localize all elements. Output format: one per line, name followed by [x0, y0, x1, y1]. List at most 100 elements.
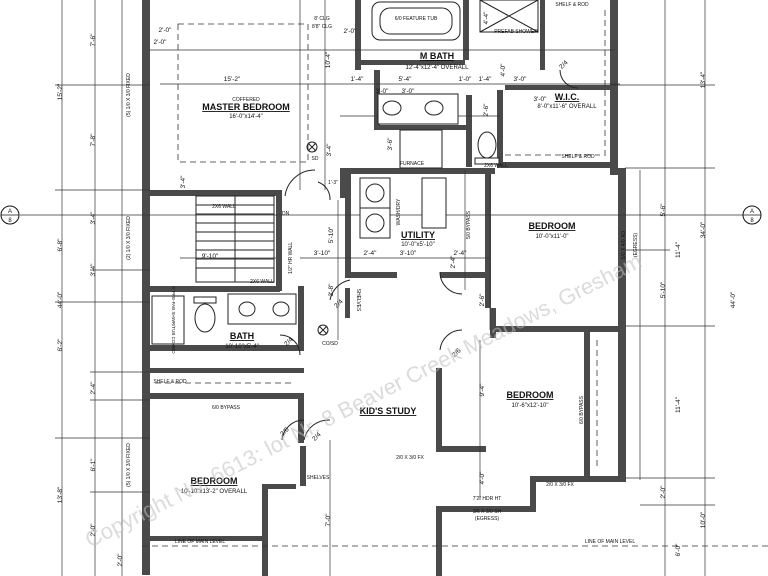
svg-text:2'-0": 2'-0" — [90, 523, 97, 537]
svg-text:(2) 1/0 X 3/0 FIXED: (2) 1/0 X 3/0 FIXED — [126, 216, 132, 260]
m-bath-name: M BATH — [420, 51, 454, 61]
svg-text:3'-0": 3'-0" — [376, 88, 390, 95]
svg-text:5'-4": 5'-4" — [399, 76, 413, 83]
fixtures — [151, 0, 539, 345]
svg-text:2'-4": 2'-4" — [90, 381, 97, 395]
svg-text:8: 8 — [750, 218, 754, 224]
svg-text:2X6 WALL: 2X6 WALL — [484, 163, 508, 169]
svg-text:4'-4": 4'-4" — [483, 11, 490, 25]
svg-text:(5) 1/0 X 3/0 FIXED: (5) 1/0 X 3/0 FIXED — [126, 443, 132, 487]
master-bedroom-name: MASTER BEDROOM — [202, 102, 290, 112]
svg-text:LINE OF MAIN LEVEL: LINE OF MAIN LEVEL — [585, 539, 636, 545]
svg-text:10'-0": 10'-0" — [700, 511, 707, 528]
svg-text:(EGRESS): (EGRESS) — [475, 516, 500, 522]
annotations: 6/0 FEATURE TUB PREFAB SHOWER SHELF & RO… — [126, 2, 639, 545]
furnace — [399, 129, 443, 169]
svg-text:3'-4": 3'-4" — [180, 175, 187, 189]
svg-text:13'-8": 13'-8" — [57, 486, 64, 503]
svg-text:5'-6": 5'-6" — [660, 203, 667, 217]
svg-text:7'-8": 7'-8" — [90, 133, 97, 147]
master-bedroom-note: COFFERED — [232, 97, 260, 103]
svg-text:SHELVES: SHELVES — [355, 289, 361, 312]
svg-text:34'-0": 34'-0" — [700, 221, 707, 238]
master-bedroom-size: 16'-0"x14'-4" — [229, 114, 263, 120]
copyright-watermark: Copyright No. 6613: lot Nr. 8 Beaver Cre… — [81, 248, 646, 552]
svg-text:11'-4": 11'-4" — [675, 241, 682, 258]
svg-text:2'-0": 2'-0" — [344, 28, 358, 35]
svg-text:2'-4": 2'-4" — [450, 255, 457, 269]
kids-study-name: KID'S STUDY — [360, 406, 417, 416]
svg-text:5/0 X 4/0 XO: 5/0 X 4/0 XO — [621, 231, 627, 260]
svg-text:3'-8": 3'-8" — [328, 283, 335, 297]
svg-text:2/0 X 3/0 FX: 2/0 X 3/0 FX — [546, 482, 574, 488]
bedroom-southwest-size: 10'-10"x13'-2" OVERALL — [181, 489, 248, 495]
svg-text:3/6 X 3/0 SH: 3/6 X 3/0 SH — [473, 509, 502, 515]
svg-text:2/6: 2/6 — [451, 347, 463, 359]
svg-text:PREFAB SHOWER: PREFAB SHOWER — [494, 29, 538, 35]
svg-text:LINE OF MAIN LEVEL: LINE OF MAIN LEVEL — [175, 539, 226, 545]
svg-text:5'-10": 5'-10" — [328, 226, 335, 243]
svg-text:9'-10": 9'-10" — [202, 253, 219, 260]
svg-text:(EGRESS): (EGRESS) — [633, 233, 639, 258]
room-labels: COFFERED MASTER BEDROOM 16'-0"x14'-4" M … — [181, 51, 597, 495]
svg-text:3'-10": 3'-10" — [400, 250, 417, 257]
svg-text:9'-4": 9'-4" — [479, 383, 486, 397]
svg-text:6'-8": 6'-8" — [57, 238, 64, 252]
svg-text:3'-4": 3'-4" — [90, 263, 97, 277]
svg-text:2'-0": 2'-0" — [159, 27, 173, 34]
bath-tub — [151, 295, 185, 345]
svg-text:2'-6": 2'-6" — [483, 103, 490, 117]
svg-text:7'-0": 7'-0" — [325, 513, 332, 527]
svg-text:6'-1": 6'-1" — [90, 458, 97, 472]
coffered-ceiling-outline — [177, 23, 309, 163]
svg-text:1/2" HR WALL: 1/2" HR WALL — [288, 242, 294, 274]
svg-text:2'-4": 2'-4" — [364, 250, 378, 257]
svg-text:4'-0": 4'-0" — [479, 471, 486, 485]
svg-text:2'-0": 2'-0" — [660, 485, 667, 499]
svg-text:3'-10": 3'-10" — [314, 250, 331, 257]
svg-text:3'-0": 3'-0" — [534, 96, 548, 103]
svg-text:DN: DN — [282, 211, 290, 217]
svg-text:CO/SD: CO/SD — [322, 341, 338, 347]
svg-text:SHELF & ROD: SHELF & ROD — [153, 379, 187, 385]
svg-text:6/0 BYPASS: 6/0 BYPASS — [579, 395, 585, 424]
svg-text:SHELF & ROD: SHELF & ROD — [561, 154, 595, 160]
svg-text:8' CLG: 8' CLG — [314, 16, 330, 22]
svg-text:8'8" CLG: 8'8" CLG — [312, 24, 332, 30]
svg-text:A: A — [750, 209, 754, 215]
svg-text:2'-6": 2'-6" — [479, 293, 486, 307]
svg-text:2X6 WALL: 2X6 WALL — [250, 279, 274, 285]
svg-text:1'-0": 1'-0" — [459, 76, 473, 83]
svg-text:7'-6": 7'-6" — [90, 33, 97, 47]
svg-text:6/0 FEATURE TUB: 6/0 FEATURE TUB — [395, 16, 438, 22]
svg-text:2/6: 2/6 — [279, 426, 291, 438]
svg-text:2/4: 2/4 — [283, 336, 295, 348]
svg-text:3'-0": 3'-0" — [514, 76, 528, 83]
svg-text:1'-4": 1'-4" — [479, 76, 493, 83]
utility-name: UTILITY — [401, 230, 435, 240]
sink-icon — [424, 100, 444, 116]
svg-text:FURNACE: FURNACE — [400, 161, 425, 167]
walls — [142, 0, 626, 576]
toilet-icon — [194, 303, 216, 333]
svg-text:6'-2": 6'-2" — [57, 338, 64, 352]
svg-text:5/0 BYPASS: 5/0 BYPASS — [466, 210, 472, 239]
svg-text:SD: SD — [312, 156, 319, 162]
svg-text:6/0 BYPASS: 6/0 BYPASS — [212, 405, 241, 411]
svg-text:WASH/DRY: WASH/DRY — [396, 198, 402, 225]
svg-text:3'-4": 3'-4" — [90, 211, 97, 225]
svg-text:5' PRE-FAB SHWR/TUB COMBO: 5' PRE-FAB SHWR/TUB COMBO — [171, 286, 176, 354]
svg-text:3'-6": 3'-6" — [387, 137, 394, 151]
svg-text:44'-0": 44'-0" — [57, 291, 64, 308]
utility-size: 10'-0"x5'-10" — [401, 242, 435, 248]
svg-text:3'-4": 3'-4" — [326, 143, 333, 157]
toilet-icon — [477, 131, 497, 159]
stairs — [195, 195, 275, 283]
svg-text:13'-4": 13'-4" — [700, 71, 707, 88]
svg-text:2'-0": 2'-0" — [117, 553, 124, 567]
sink-icon — [238, 301, 256, 317]
svg-text:A: A — [8, 209, 12, 215]
svg-text:SHELF & ROD: SHELF & ROD — [555, 2, 589, 8]
bath-name: BATH — [230, 331, 254, 341]
